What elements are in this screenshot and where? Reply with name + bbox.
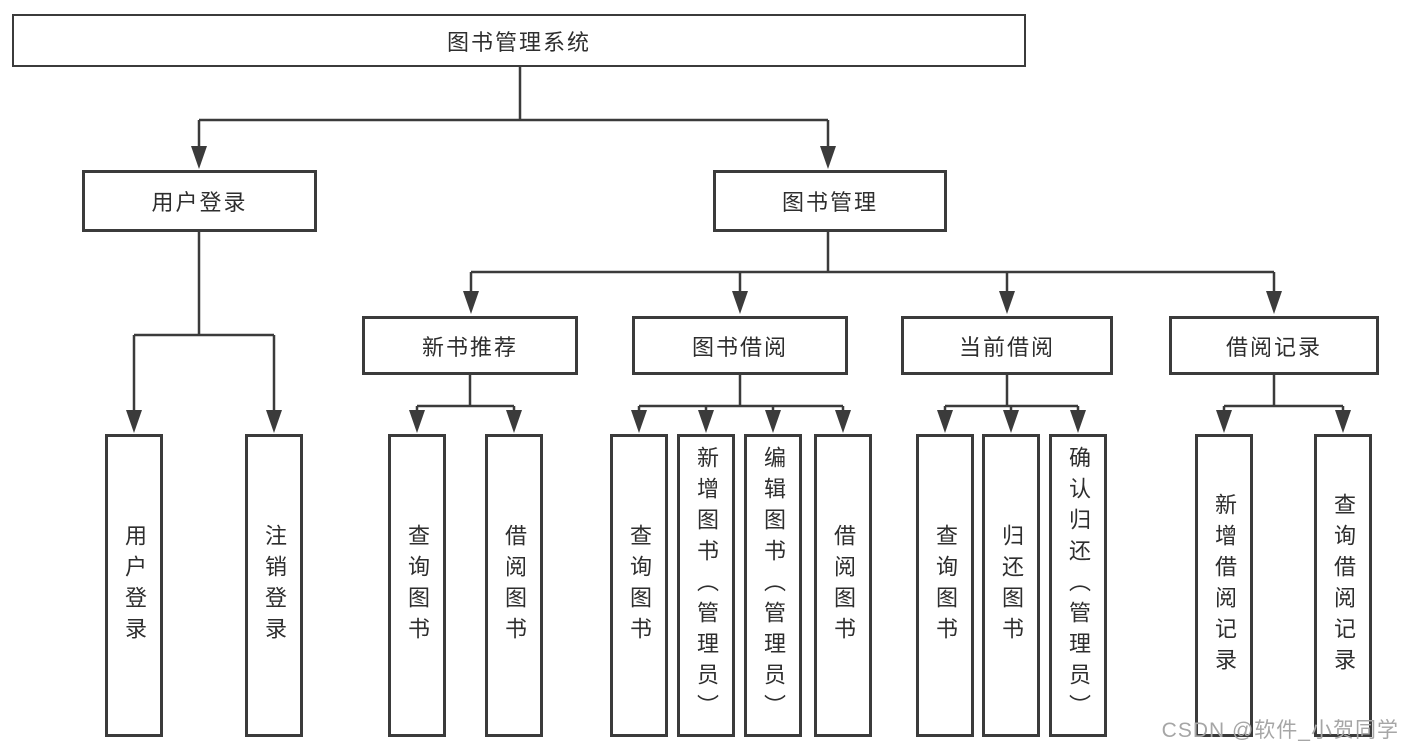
node-book-management: 图书管理 [713,170,947,232]
node-new-book-recommend: 新书推荐 [362,316,578,375]
leaf-cb-return-books: 归还图书 [982,434,1040,737]
node-current-borrow: 当前借阅 [901,316,1113,375]
leaf-logout-login: 注销登录 [245,434,303,737]
leaf-nbr-borrow-books: 借阅图书 [485,434,543,737]
leaf-bb-query-books: 查询图书 [610,434,668,737]
node-book-borrow: 图书借阅 [632,316,848,375]
node-root: 图书管理系统 [12,14,1026,67]
leaf-cb-confirm-return-admin: 确认归还（管理员） [1049,434,1107,737]
leaf-br-query-borrow-record: 查询借阅记录 [1314,434,1372,737]
leaf-user-login: 用户登录 [105,434,163,737]
leaf-bb-borrow-books: 借阅图书 [814,434,872,737]
leaf-br-add-borrow-record: 新增借阅记录 [1195,434,1253,737]
node-user-login: 用户登录 [82,170,317,232]
leaf-bb-edit-books-admin: 编辑图书（管理员） [744,434,802,737]
leaf-cb-query-books: 查询图书 [916,434,974,737]
leaf-bb-add-books-admin: 新增图书（管理员） [677,434,735,737]
watermark: CSDN @软件_小贺同学 [1161,719,1399,742]
node-borrow-records: 借阅记录 [1169,316,1379,375]
leaf-nbr-query-books: 查询图书 [388,434,446,737]
arrowheads [126,146,1351,433]
